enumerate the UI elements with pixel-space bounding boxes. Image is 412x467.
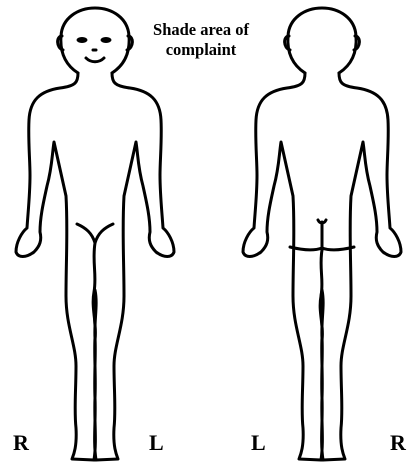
front-groin xyxy=(77,224,113,243)
back-cleft xyxy=(318,220,326,250)
front-right-label: R xyxy=(13,432,29,454)
front-mouth xyxy=(86,58,104,62)
instruction-line-1: Shade area of xyxy=(140,20,262,40)
front-eye-left xyxy=(101,37,112,43)
back-left-label: L xyxy=(251,432,266,454)
instruction-text: Shade area of complaint xyxy=(140,20,262,60)
back-right-label: R xyxy=(390,432,406,454)
front-figure[interactable] xyxy=(16,8,174,460)
back-head xyxy=(288,8,356,73)
back-figure[interactable] xyxy=(243,8,401,460)
front-left-label: L xyxy=(149,432,164,454)
instruction-line-2: complaint xyxy=(140,40,262,60)
front-eye-right xyxy=(77,37,88,43)
